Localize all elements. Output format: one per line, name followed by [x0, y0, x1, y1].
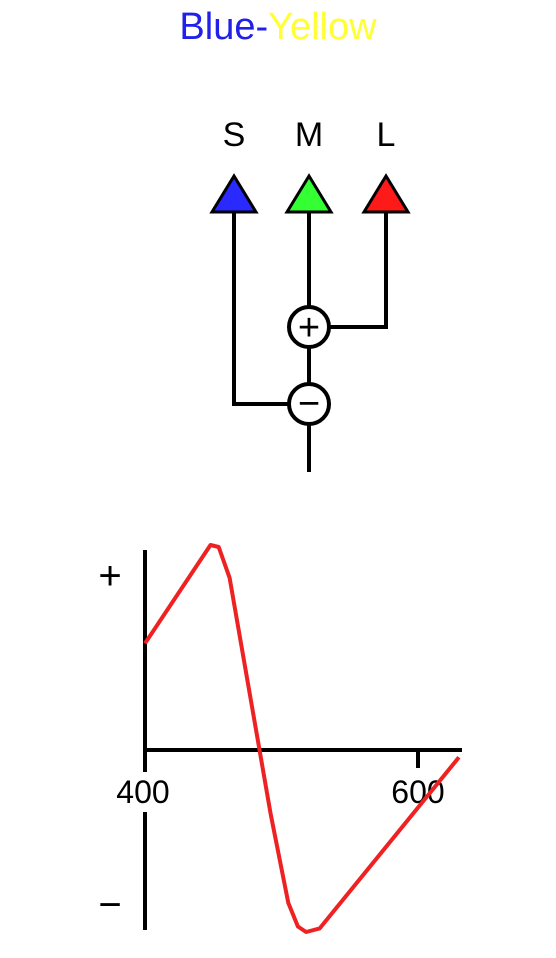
s-cone-triangle	[209, 173, 259, 214]
wiring	[232, 212, 388, 472]
l-cone-triangle	[361, 173, 411, 214]
y-marker-positive: +	[98, 554, 121, 598]
l-wire	[329, 212, 388, 329]
cone-label-m: M	[295, 116, 323, 154]
plus-symbol: +	[298, 307, 320, 349]
sum-node-circle	[287, 305, 331, 349]
spectral-response-chart: 400 600 + −	[98, 543, 462, 934]
cone-label-l: L	[377, 116, 396, 154]
difference-node: −	[287, 382, 331, 426]
title-yellow: Yellow	[268, 6, 377, 48]
cone-label-s: S	[223, 116, 246, 154]
title-separator: -	[255, 6, 269, 48]
series-line	[143, 543, 461, 934]
m-cone-triangle	[284, 173, 334, 214]
difference-node-circle	[287, 382, 331, 426]
sum-node: +	[287, 305, 331, 349]
x-tick-label-400: 400	[116, 774, 169, 810]
x-tick-label-600: 600	[391, 774, 444, 810]
diagram-title: Blue-Yellow	[0, 6, 556, 49]
s-wire	[232, 212, 289, 406]
minus-symbol: −	[298, 383, 320, 425]
y-marker-negative: −	[98, 883, 121, 927]
tick-label-background-400	[108, 772, 180, 812]
title-blue: Blue	[179, 6, 256, 48]
